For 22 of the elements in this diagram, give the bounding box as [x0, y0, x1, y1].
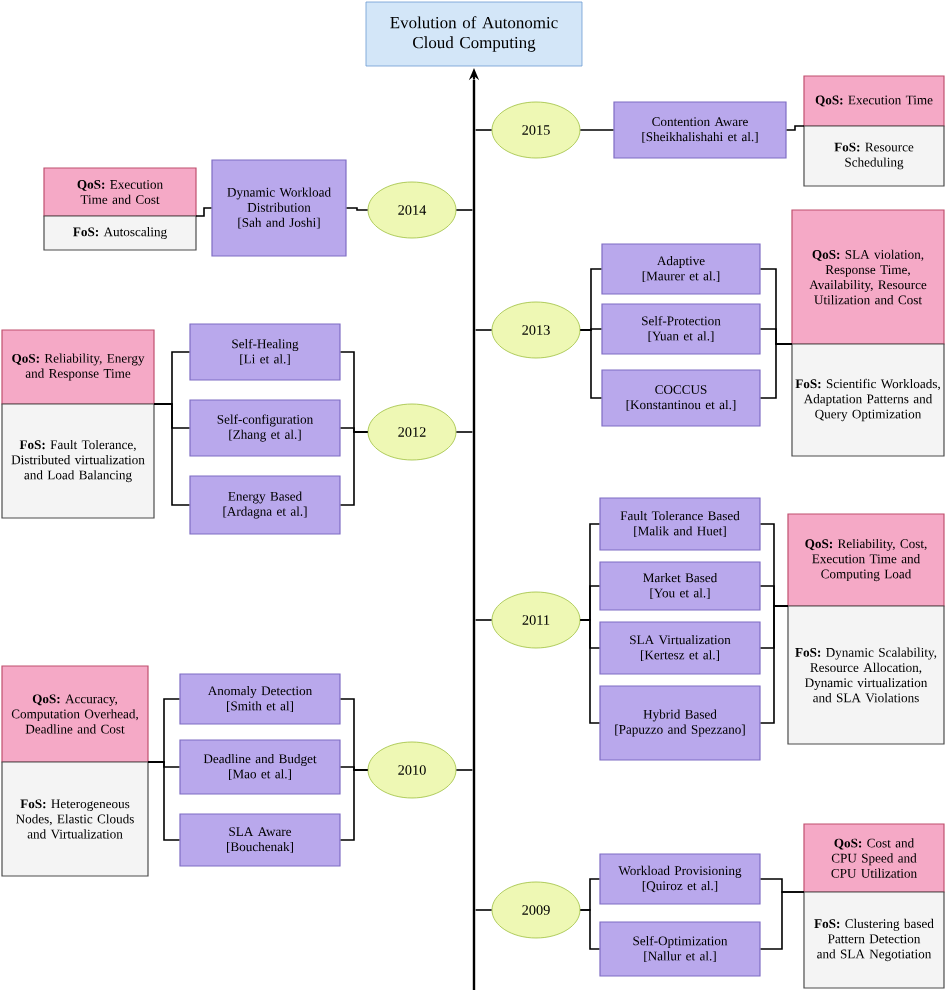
- connector-line: [759, 343, 793, 399]
- connector-line: [153, 403, 191, 506]
- connector-line: [759, 605, 789, 724]
- connector-line: [759, 891, 805, 950]
- connector-line: [474, 909, 493, 911]
- connector-line: [474, 129, 493, 131]
- connector-line: [455, 769, 474, 771]
- connector-line: [579, 129, 615, 131]
- connector-line: [455, 209, 474, 211]
- connector-line: [195, 207, 213, 217]
- connector-line: [579, 909, 601, 950]
- connector-line: [474, 619, 493, 621]
- connector-line: [339, 431, 369, 506]
- connector-line: [474, 329, 493, 331]
- title-box: Evolution of Autonomic Cloud Computing: [365, 1, 583, 67]
- connector-line: [147, 761, 181, 841]
- connector-line: [455, 431, 474, 433]
- connector-line: [345, 207, 369, 211]
- connector-line: [579, 329, 603, 399]
- connector-line: [339, 769, 369, 841]
- connector-line: [785, 125, 805, 131]
- connector-line: [579, 619, 601, 724]
